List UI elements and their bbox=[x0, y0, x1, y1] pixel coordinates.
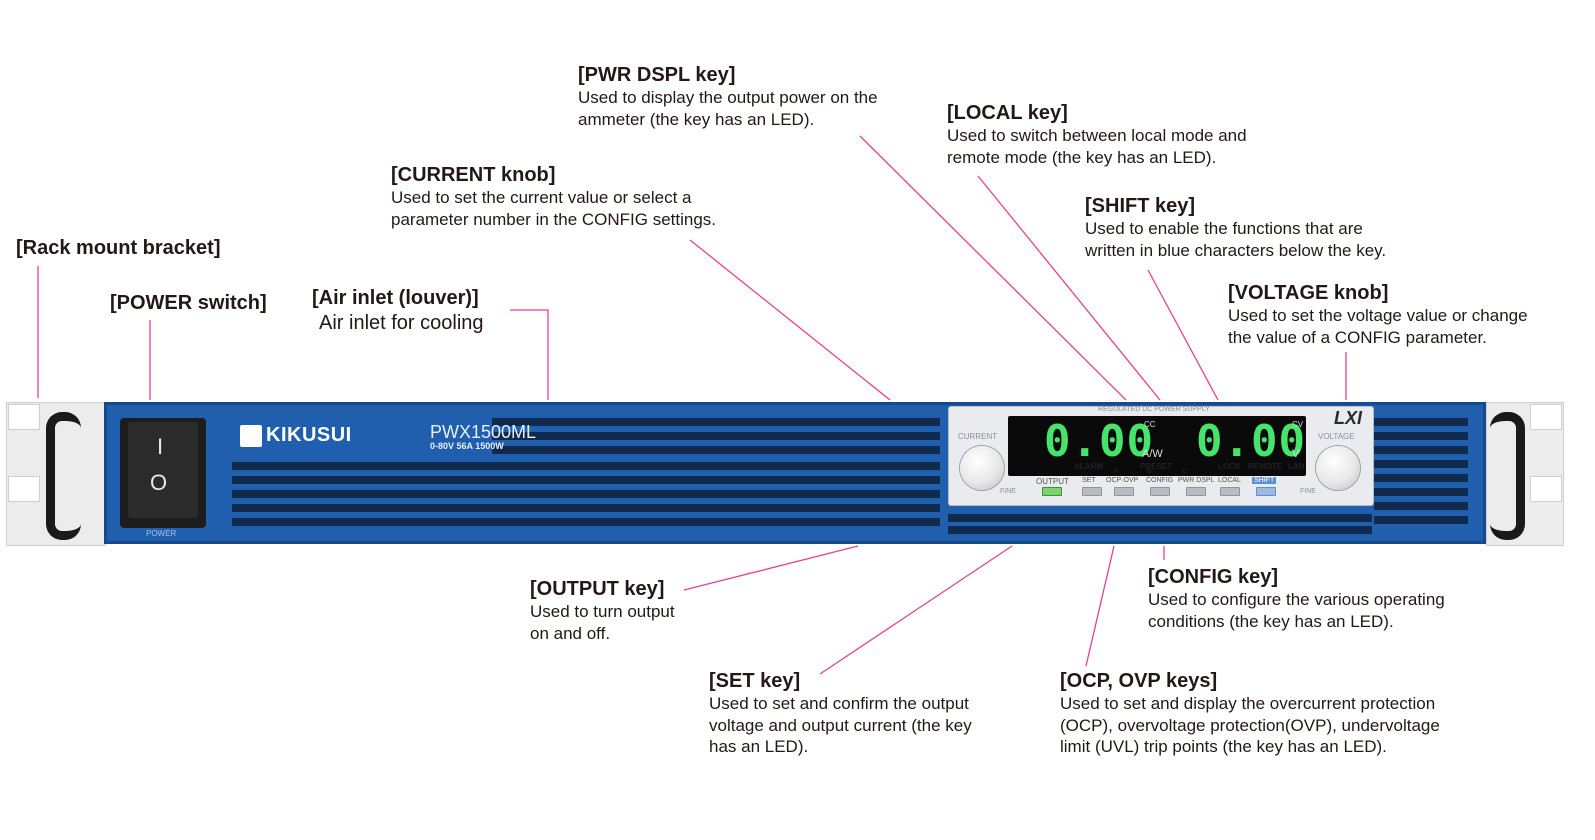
leader-pwr-dspl bbox=[859, 135, 1127, 401]
current-label: CURRENT bbox=[958, 432, 998, 441]
rack-slot bbox=[1530, 404, 1562, 430]
callout-title: [VOLTAGE knob] bbox=[1228, 282, 1389, 304]
rack-handle-right bbox=[1490, 412, 1525, 540]
callout-voltage-knob: [VOLTAGE knob] Used to set the voltage v… bbox=[1228, 281, 1528, 348]
rack-handle-left bbox=[46, 412, 81, 540]
key-label-pwr-dspl: PWR DSPL bbox=[1178, 477, 1215, 484]
key-label-local: LOCAL bbox=[1218, 477, 1241, 484]
cv-indicator: CV bbox=[1292, 420, 1304, 429]
leader-shift-key bbox=[1147, 269, 1219, 401]
key-label-ocp-ovp: OCP·OVP bbox=[1106, 477, 1139, 484]
fine-label-left: FINE bbox=[1000, 488, 1016, 495]
meter-display bbox=[1008, 416, 1306, 476]
power-on-symbol: I bbox=[157, 434, 164, 459]
callout-desc: Used to set the current value or select … bbox=[391, 188, 717, 229]
callout-desc: Used to configure the various operating … bbox=[1148, 590, 1445, 631]
volt-unit: V bbox=[1292, 448, 1300, 460]
callout-desc: Used to enable the functions that are wr… bbox=[1085, 219, 1387, 260]
callout-pwr-dspl-key: [PWR DSPL key] Used to display the outpu… bbox=[578, 63, 878, 130]
preset-b: B bbox=[1147, 469, 1152, 475]
callout-shift-key: [SHIFT key] Used to enable the functions… bbox=[1085, 194, 1386, 261]
callout-title: [SHIFT key] bbox=[1085, 195, 1196, 217]
local-key[interactable] bbox=[1220, 487, 1240, 496]
callout-desc: Used to set and confirm the output volta… bbox=[709, 694, 972, 756]
callout-desc: Used to turn output on and off. bbox=[530, 602, 675, 643]
model-name: PWX1500ML bbox=[430, 422, 537, 442]
rack-slot bbox=[8, 404, 40, 430]
callout-ocp-ovp-keys: [OCP, OVP keys] Used to set and display … bbox=[1060, 669, 1440, 758]
leader-local-key bbox=[977, 175, 1161, 401]
voltage-knob[interactable] bbox=[1316, 446, 1360, 490]
model-rating: 0-80V 56A 1500W bbox=[430, 441, 504, 451]
callout-power-switch: [POWER switch] bbox=[110, 291, 267, 315]
brand-mark-icon bbox=[240, 425, 262, 447]
lock-label: LOCK bbox=[1218, 462, 1241, 471]
leader-current-knob bbox=[689, 239, 891, 401]
callout-config-key: [CONFIG key] Used to configure the vario… bbox=[1148, 565, 1445, 632]
callout-title: [POWER switch] bbox=[110, 292, 267, 314]
cc-indicator: CC bbox=[1144, 420, 1156, 429]
callout-title: [CURRENT knob] bbox=[391, 164, 556, 186]
callout-rack-mount-bracket: [Rack mount bracket] bbox=[16, 236, 221, 260]
brand-logo: KIKUSUI bbox=[266, 424, 352, 446]
output-key[interactable] bbox=[1042, 487, 1062, 496]
callout-current-knob: [CURRENT knob] Used to set the current v… bbox=[391, 163, 716, 230]
callout-air-inlet: [Air inlet (louver)] Air inlet for cooli… bbox=[312, 286, 484, 336]
set-key[interactable] bbox=[1082, 487, 1102, 496]
preset-c: C bbox=[1182, 469, 1187, 475]
config-key[interactable] bbox=[1150, 487, 1170, 496]
voltmeter-readout: 0.00 bbox=[1196, 416, 1306, 467]
preset-a: A bbox=[1114, 469, 1119, 475]
callout-desc: Used to set and display the overcurrent … bbox=[1060, 694, 1440, 756]
leader-ocp-ovp bbox=[1085, 545, 1115, 667]
callout-title: [CONFIG key] bbox=[1148, 566, 1279, 588]
lan-label: LAN bbox=[1288, 462, 1305, 471]
callout-title: [OUTPUT key] bbox=[530, 578, 665, 600]
leader-air-inlet bbox=[510, 309, 549, 400]
pwr-dspl-key[interactable] bbox=[1186, 487, 1206, 496]
callout-title: [SET key] bbox=[709, 670, 801, 692]
amp-unit: A/W bbox=[1142, 448, 1163, 460]
remote-label: REMOTE bbox=[1248, 462, 1283, 471]
lxi-logo: LXI bbox=[1334, 408, 1363, 428]
callout-local-key: [LOCAL key] Used to switch between local… bbox=[947, 101, 1247, 168]
power-label: POWER bbox=[146, 529, 177, 538]
alarm-label: ALARM bbox=[1074, 462, 1103, 471]
callout-title: [Air inlet (louver)] bbox=[312, 287, 479, 309]
key-label-config: CONFIG bbox=[1146, 477, 1174, 484]
callout-title: [PWR DSPL key] bbox=[578, 64, 736, 86]
callout-desc: Used to switch between local mode and re… bbox=[947, 126, 1247, 167]
ocp-ovp-key[interactable] bbox=[1114, 487, 1134, 496]
power-switch[interactable] bbox=[128, 422, 198, 518]
shift-key[interactable] bbox=[1256, 487, 1276, 496]
power-off-symbol: O bbox=[150, 470, 168, 495]
key-label-output: OUTPUT bbox=[1036, 477, 1069, 486]
fine-label-right: FINE bbox=[1300, 488, 1316, 495]
rack-slot bbox=[1530, 476, 1562, 502]
callout-title: [Rack mount bracket] bbox=[16, 237, 221, 259]
callout-set-key: [SET key] Used to set and confirm the ou… bbox=[709, 669, 972, 758]
callout-title: [LOCAL key] bbox=[947, 102, 1068, 124]
leader-set-key bbox=[819, 545, 1013, 675]
ammeter-readout: 0.00 bbox=[1044, 416, 1154, 467]
panel-header: REGULATED DC POWER SUPPLY bbox=[1098, 406, 1210, 413]
rack-slot bbox=[8, 476, 40, 502]
callout-output-key: [OUTPUT key] Used to turn output on and … bbox=[530, 577, 675, 644]
callout-desc: Used to set the voltage value or change … bbox=[1228, 306, 1528, 347]
key-label-set: SET bbox=[1082, 477, 1096, 484]
voltage-label: VOLTAGE bbox=[1318, 432, 1355, 441]
current-knob[interactable] bbox=[960, 446, 1004, 490]
callout-title: [OCP, OVP keys] bbox=[1060, 670, 1218, 692]
leader-output-key bbox=[683, 545, 859, 591]
key-label-shift: SHIFT bbox=[1252, 477, 1277, 484]
preset-label: PRESET bbox=[1140, 462, 1173, 471]
callout-desc: Used to display the output power on the … bbox=[578, 88, 878, 129]
callout-desc: Air inlet for cooling bbox=[319, 312, 484, 334]
